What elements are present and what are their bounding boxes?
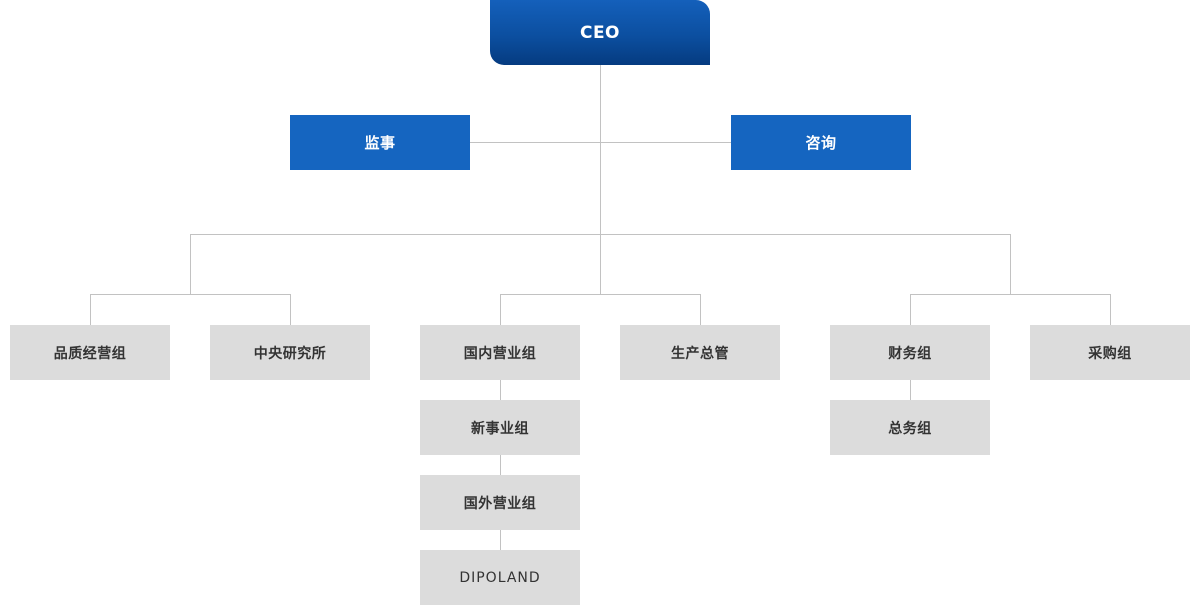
purchasing-box: 采购组 (1030, 325, 1190, 380)
supervisor-box: 监事 (290, 115, 470, 170)
production-management-box: 生产总管 (620, 325, 780, 380)
finance-box: 财务组 (830, 325, 990, 380)
domestic-sales-box: 国内营业组 (420, 325, 580, 380)
advisory-box: 咨询 (731, 115, 911, 170)
quality-management-box: 品质经营组 (10, 325, 170, 380)
central-research-box: 中央研究所 (210, 325, 370, 380)
ceo-box: CEO (490, 0, 710, 65)
dipoland-box: DIPOLAND (420, 550, 580, 605)
new-business-box: 新事业组 (420, 400, 580, 455)
general-affairs-box: 总务组 (830, 400, 990, 455)
overseas-sales-box: 国外营业组 (420, 475, 580, 530)
